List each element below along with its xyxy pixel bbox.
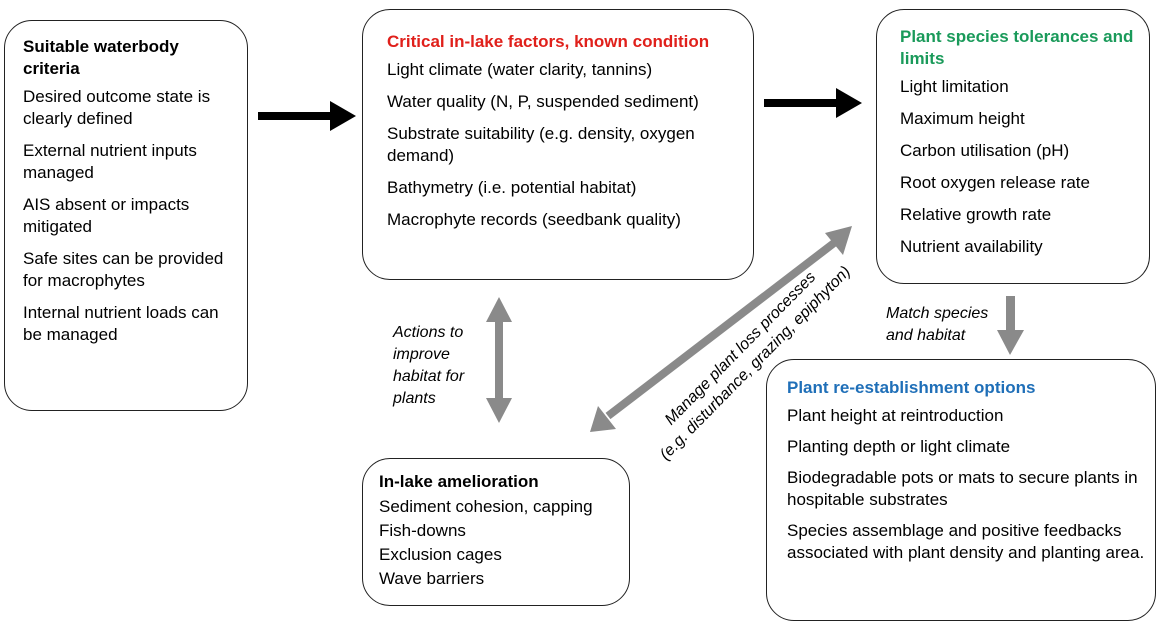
criteria-list: Desired outcome state is clearly defined…: [23, 86, 235, 346]
amelioration-list: Sediment cohesion, capping Fish-downs Ex…: [379, 496, 621, 590]
arrow-factors-amelioration: [486, 297, 512, 423]
factors-list: Light climate (water clarity, tannins) W…: [387, 59, 743, 231]
actions-note: Actions to improve habitat for plants: [393, 324, 465, 407]
criteria-title: Suitable waterbody criteria: [23, 37, 179, 78]
list-item: Relative growth rate: [900, 205, 1052, 224]
list-item: Exclusion cages: [379, 545, 502, 564]
factors-title: Critical in-lake factors, known conditio…: [387, 32, 710, 51]
list-item: Carbon utilisation (pH): [900, 141, 1070, 160]
options-title: Plant re-establishment options: [787, 378, 1036, 397]
suitable-waterbody-criteria-box: Suitable waterbody criteria Desired outc…: [4, 20, 248, 411]
list-item: Nutrient availability: [900, 237, 1043, 256]
species-tolerances-box: Plant species tolerances and limits Ligh…: [876, 9, 1150, 284]
list-item: Internal nutrient loads can be managed: [23, 303, 219, 344]
options-list: Plant height at reintroduction Planting …: [787, 405, 1145, 564]
list-item: Plant height at reintroduction: [787, 406, 1004, 425]
match-species-note: Match species and habitat: [886, 305, 989, 344]
list-item: Sediment cohesion, capping: [379, 497, 593, 516]
list-item: Wave barriers: [379, 569, 485, 588]
list-item: Species assemblage and positive feedback…: [787, 521, 1145, 562]
list-item: Water quality (N, P, suspended sediment): [387, 92, 699, 111]
list-item: Substrate suitability (e.g. density, oxy…: [387, 124, 695, 165]
list-item: External nutrient inputs managed: [23, 141, 197, 182]
in-lake-amelioration-box: In-lake amelioration Sediment cohesion, …: [362, 458, 630, 606]
list-item: Planting depth or light climate: [787, 437, 1011, 456]
list-item: Desired outcome state is clearly defined: [23, 87, 211, 128]
list-item: AIS absent or impacts mitigated: [23, 195, 190, 236]
list-item: Macrophyte records (seedbank quality): [387, 210, 681, 229]
list-item: Light limitation: [900, 77, 1009, 96]
list-item: Root oxygen release rate: [900, 173, 1090, 192]
list-item: Safe sites can be provided for macrophyt…: [23, 249, 224, 290]
arrow-factors-to-tolerances: [764, 88, 862, 118]
amelioration-title: In-lake amelioration: [379, 472, 539, 491]
list-item: Biodegradable pots or mats to secure pla…: [787, 468, 1138, 509]
critical-factors-box: Critical in-lake factors, known conditio…: [362, 9, 754, 280]
arrow-amelioration-tolerances: [590, 226, 852, 432]
list-item: Maximum height: [900, 109, 1025, 128]
tolerances-list: Light limitation Maximum height Carbon u…: [900, 76, 1139, 258]
list-item: Light climate (water clarity, tannins): [387, 60, 653, 79]
tolerances-title: Plant species tolerances and limits: [900, 27, 1134, 68]
re-establishment-options-box: Plant re-establishment options Plant hei…: [766, 359, 1156, 621]
list-item: Bathymetry (i.e. potential habitat): [387, 178, 637, 197]
arrow-criteria-to-factors: [258, 101, 356, 131]
list-item: Fish-downs: [379, 521, 466, 540]
arrow-tolerances-to-options: [997, 296, 1024, 355]
